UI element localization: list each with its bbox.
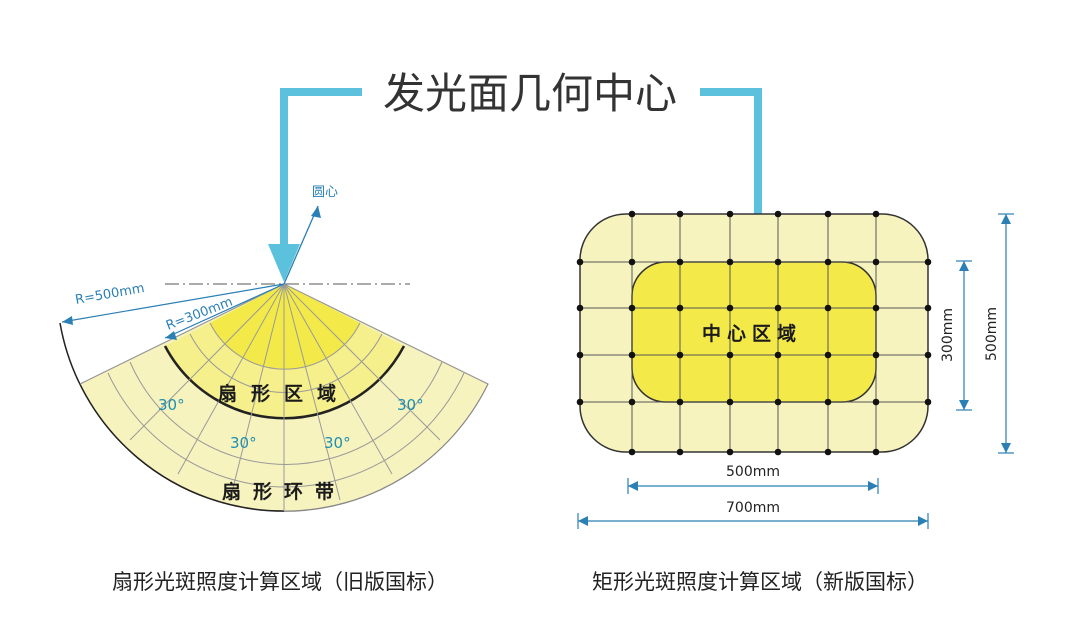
sector-arc-4 [129,361,443,465]
sector-region-label: 扇形区域 [218,382,350,405]
angle-label-2: 30° [230,434,257,452]
sector-arc-2 [189,333,383,394]
outer-height-label: 500mm [984,307,1000,361]
rect-caption: 矩形光斑照度计算区域（新版国标） [592,570,928,594]
center-pointer-line [283,205,319,285]
inner-width-label: 500mm [726,464,780,480]
sector-diagram: R=500mm R=300mm 圆心 扇形区域 扇形环带 30° 30° 30°… [59,185,489,512]
r300-dimension-line [164,283,285,339]
sector-ring-label: 扇形环带 [222,480,346,503]
r500-dimension-line [61,283,285,323]
center-arrow-icon [311,206,321,218]
outer-radius-label: R=500mm [74,281,146,308]
r500-arrow-icon [62,316,73,325]
left-arrowhead-icon [268,244,300,282]
outer-width-label: 700mm [726,500,780,516]
sector-outer-boundary-left [59,322,285,512]
sector-caption: 扇形光斑照度计算区域（旧版国标） [112,570,448,594]
center-region-label: 中心区域 [702,322,802,345]
r300-arrow-icon [165,331,177,340]
inner-height-label: 300mm [940,308,956,362]
angle-label-1: 30° [158,396,185,414]
diagram-title: 发光面几何中心 [383,69,677,118]
center-label: 圆心 [312,185,338,200]
angle-label-4: 30° [397,396,424,414]
rect-grid-lines [580,214,928,452]
sector-radial-lines [79,283,489,511]
angle-label-3: 30° [324,434,351,452]
sector-arc-5 [107,372,465,488]
sector-inner-zone [210,284,360,370]
left-pointer-arrow [280,88,362,262]
sector-outer-boundary-right [283,383,489,512]
rect-diagram: 中心区域 500mm 700mm 300mm 500mm [576,210,1014,529]
rect-grid-points [576,210,932,456]
right-pointer-arrow [700,88,762,234]
